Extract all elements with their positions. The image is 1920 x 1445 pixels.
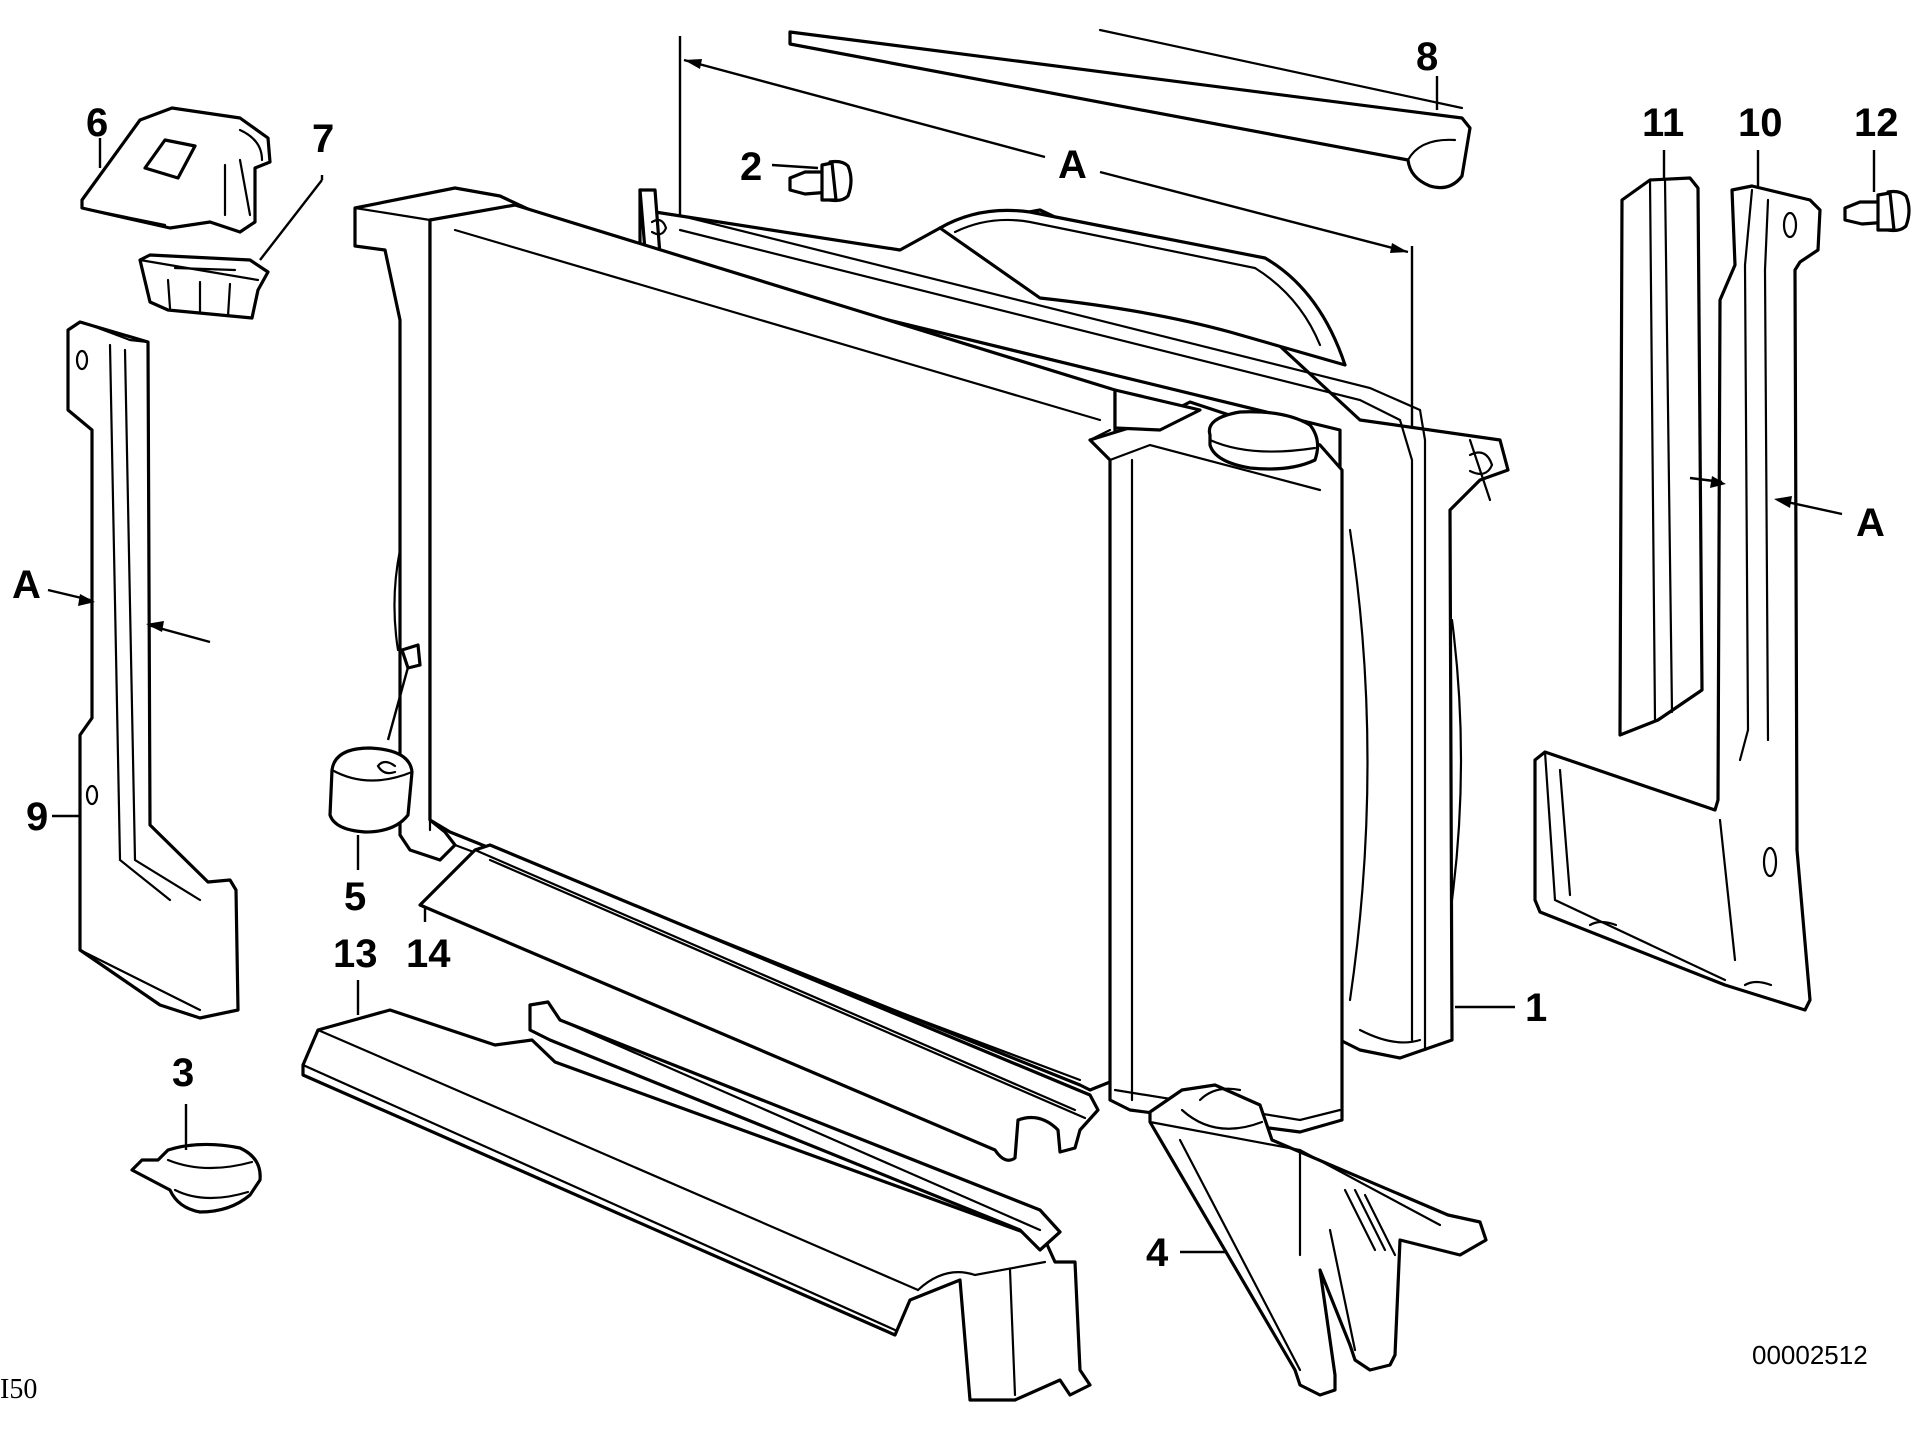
label-a-left: A [12,563,41,607]
label-8: 8 [1416,35,1438,79]
label-4: 4 [1146,1231,1169,1275]
label-a-top: A [1058,143,1087,187]
dimension-a-right: A [1689,476,1885,545]
label-11: 11 [1642,101,1684,145]
corner-code: I50 [0,1374,37,1405]
label-3: 3 [172,1051,194,1095]
part-13-lower-duct: 13 [301,932,1092,1402]
part-14-lower-seal: 14 [406,843,1100,1162]
part-10-right-outer-guide: 10 [1533,101,1822,1012]
part-1-fan-shroud [638,188,1510,1060]
label-2: 2 [740,145,762,189]
part-8-top-seal [788,28,1472,190]
label-12: 12 [1854,101,1899,145]
part-4-lower-bracket: 4 [1146,1083,1488,1397]
label-14: 14 [406,932,451,976]
label-6: 6 [86,101,108,145]
label-5: 5 [344,875,366,919]
radiator [353,186,1344,1134]
part-1-leader: 1 [1455,986,1547,1030]
label-a-right: A [1856,501,1885,545]
label-9: 9 [26,795,48,839]
label-10: 10 [1738,101,1783,145]
part-11-right-inner-guide: 11 [1618,101,1704,737]
part-3-clip: 3 [130,1051,262,1214]
labels-top: 8 A [1058,35,1438,187]
part-7-grommet: 7 [138,117,334,320]
part-2-bolt: 2 [740,145,853,203]
part-5-bushing: 5 [328,643,422,919]
drawing-number: 00002512 [1752,1340,1868,1370]
part-6-clip: 6 [80,101,272,234]
label-13: 13 [333,932,378,976]
label-1: 1 [1525,986,1547,1030]
dimension-a-left: A [12,563,211,644]
part-12-bolt: 12 [1843,101,1911,233]
part-9-left-guide: 9 [26,320,240,1020]
label-7: 7 [312,117,334,161]
